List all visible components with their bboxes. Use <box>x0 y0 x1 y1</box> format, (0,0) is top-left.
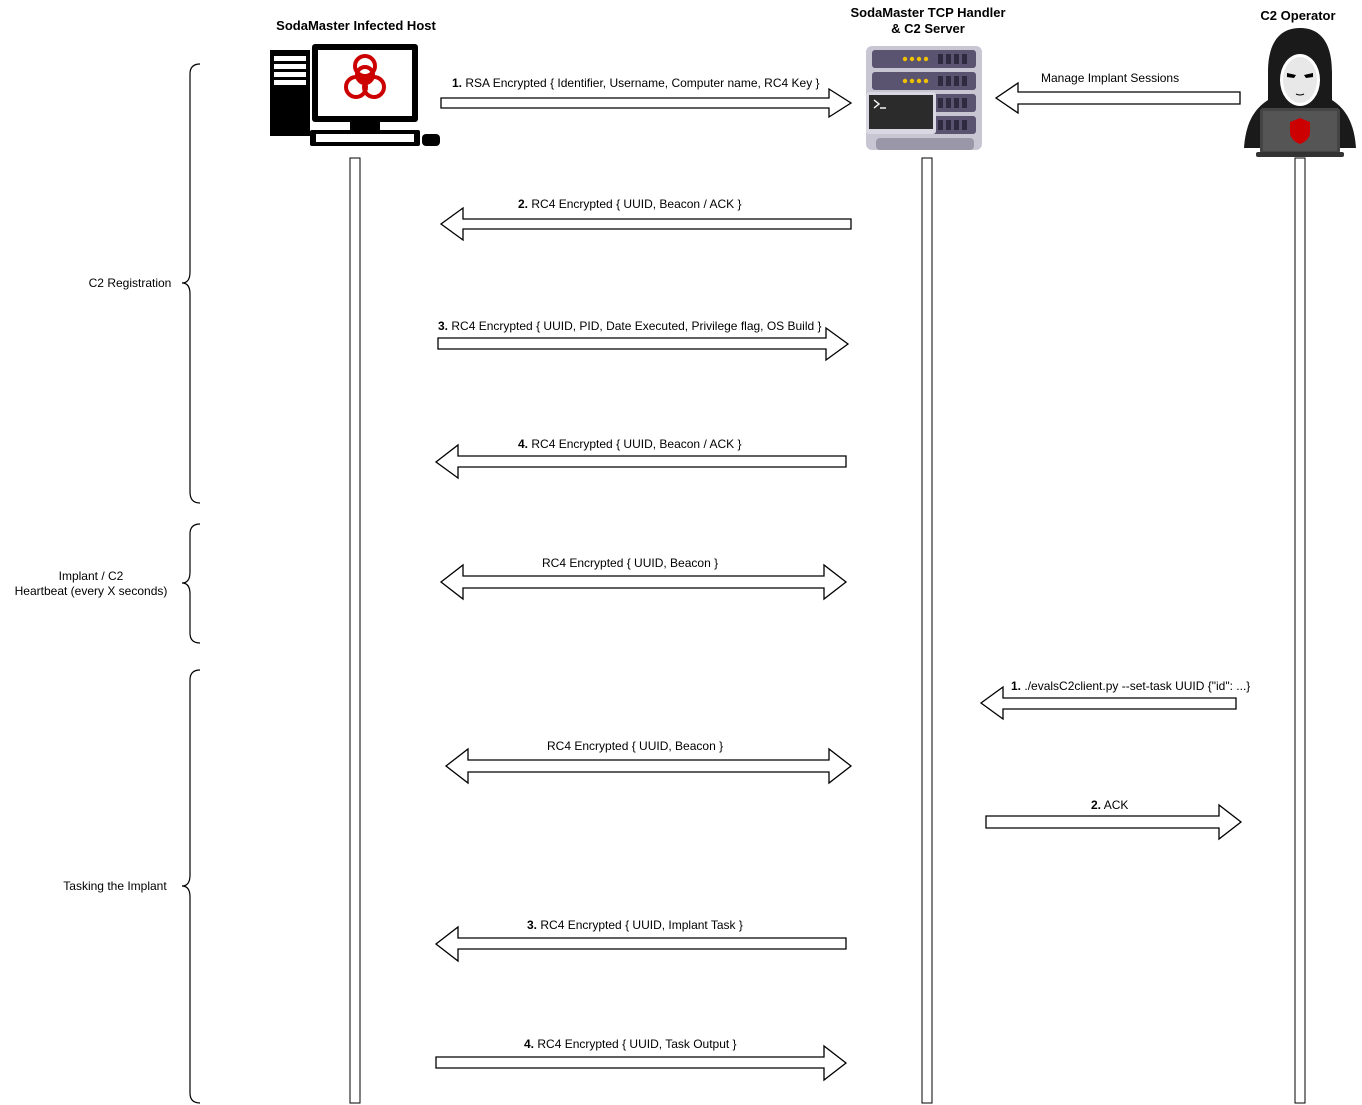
server-title-line1: SodaMaster TCP Handler <box>850 5 1006 20</box>
brace-registration <box>181 63 201 504</box>
arrow-task1 <box>979 685 1237 721</box>
arrow-manage <box>994 81 1241 115</box>
server-title: SodaMaster TCP Handler & C2 Server <box>828 5 1028 37</box>
operator-lifeline <box>1294 157 1306 1104</box>
msg-task3-text: RC4 Encrypted { UUID, Implant Task } <box>540 918 743 932</box>
arrow-task3 <box>434 925 847 963</box>
msg-reg1-text: RSA Encrypted { Identifier, Username, Co… <box>465 76 820 90</box>
brace-heartbeat <box>181 523 201 644</box>
msg-reg1-num: 1. <box>452 76 463 90</box>
msg-task2-label: 2. ACK <box>1091 798 1128 812</box>
arrow-reg2 <box>439 206 852 242</box>
msg-reg4-label: 4. RC4 Encrypted { UUID, Beacon / ACK } <box>518 437 741 451</box>
msg-reg4-num: 4. <box>518 437 529 451</box>
msg-reg2-text: RC4 Encrypted { UUID, Beacon / ACK } <box>531 197 742 211</box>
arrow-task4 <box>435 1044 848 1082</box>
msg-reg1-label: 1. RSA Encrypted { Identifier, Username,… <box>452 76 820 90</box>
msg-task1-label: 1. ./evalsC2client.py --set-task UUID {"… <box>1011 679 1250 693</box>
msg-heartbeat-label: RC4 Encrypted { UUID, Beacon } <box>542 556 718 570</box>
arrow-heartbeat <box>439 563 848 601</box>
msg-task4-label: 4. RC4 Encrypted { UUID, Task Output } <box>524 1037 737 1051</box>
phase-registration-label: C2 Registration <box>88 276 172 290</box>
arrow-reg3 <box>437 326 850 362</box>
msg-manage-text: Manage Implant Sessions <box>1041 71 1180 85</box>
msg-task2-num: 2. <box>1091 798 1102 812</box>
msg-reg3-label: 3. RC4 Encrypted { UUID, PID, Date Execu… <box>438 319 822 333</box>
host-title: SodaMaster Infected Host <box>276 18 436 33</box>
msg-task4-text: RC4 Encrypted { UUID, Task Output } <box>537 1037 737 1051</box>
phase-tasking-label: Tasking the Implant <box>63 879 167 893</box>
phase-heartbeat-label: Implant / C2 Heartbeat (every X seconds) <box>0 569 182 599</box>
msg-reg3-text: RC4 Encrypted { UUID, PID, Date Executed… <box>451 319 822 333</box>
msg-task3-label: 3. RC4 Encrypted { UUID, Implant Task } <box>527 918 743 932</box>
phase-heartbeat-line1: Implant / C2 <box>58 569 124 583</box>
server-rack-icon <box>866 46 982 150</box>
server-title-line2: & C2 Server <box>891 21 965 36</box>
arrow-reg1 <box>440 87 853 119</box>
brace-tasking <box>181 669 201 1104</box>
operator-title: C2 Operator <box>1260 8 1336 23</box>
arrow-reg4 <box>434 443 847 480</box>
msg-reg2-num: 2. <box>518 197 529 211</box>
msg-task4-num: 4. <box>524 1037 535 1051</box>
phase-heartbeat-line2: Heartbeat (every X seconds) <box>14 584 168 598</box>
msg-reg4-text: RC4 Encrypted { UUID, Beacon / ACK } <box>531 437 742 451</box>
hooded-hacker-icon <box>1244 28 1356 157</box>
msg-task3-num: 3. <box>527 918 538 932</box>
msg-beacon-label: RC4 Encrypted { UUID, Beacon } <box>547 739 723 753</box>
msg-task1-num: 1. <box>1011 679 1022 693</box>
infected-computer-icon <box>270 44 440 146</box>
msg-task2-text: ACK <box>1103 798 1129 812</box>
msg-beacon-text: RC4 Encrypted { UUID, Beacon } <box>547 739 724 753</box>
server-lifeline <box>921 157 933 1104</box>
msg-reg2-label: 2. RC4 Encrypted { UUID, Beacon / ACK } <box>518 197 741 211</box>
msg-reg3-num: 3. <box>438 319 449 333</box>
arrow-beacon <box>444 747 853 785</box>
host-lifeline <box>349 157 361 1104</box>
msg-heartbeat-text: RC4 Encrypted { UUID, Beacon } <box>542 556 719 570</box>
arrow-task2 <box>985 803 1243 841</box>
msg-manage-label: Manage Implant Sessions <box>1041 71 1179 85</box>
msg-task1-text: ./evalsC2client.py --set-task UUID {"id"… <box>1024 679 1251 693</box>
